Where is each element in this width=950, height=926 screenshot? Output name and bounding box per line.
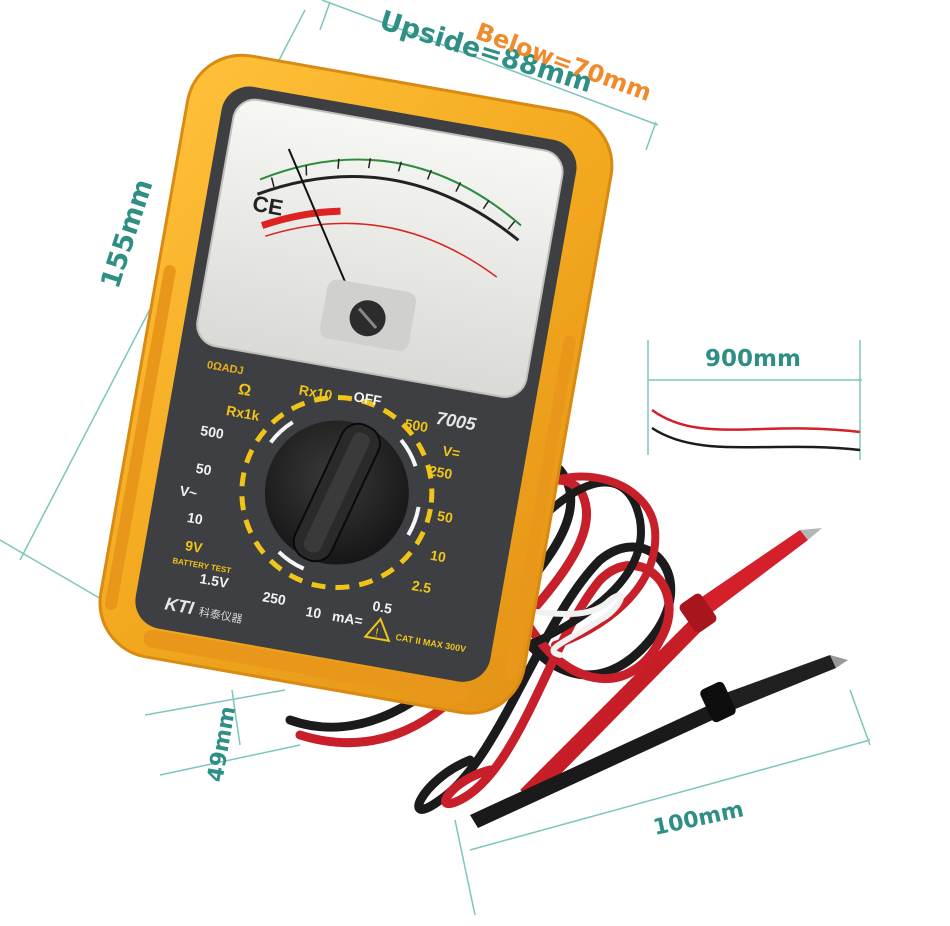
dial-vac-10: 10: [186, 509, 204, 527]
dial-rx10: Rx10: [298, 382, 334, 404]
dial-scale: [239, 395, 435, 591]
dimension-depth: 49mm: [203, 704, 241, 784]
dimension-lead-length: 900mm: [705, 346, 801, 372]
black-probe: [470, 655, 848, 828]
dial-vdc-50: 50: [436, 507, 454, 525]
red-probe: [520, 528, 822, 800]
dial-vac-symbol: V~: [178, 482, 198, 501]
dial-ma-10: 10: [304, 603, 322, 621]
dial-battery-1-5v: 1.5V: [199, 570, 231, 591]
dial-vdc-500: 500: [404, 415, 430, 435]
grip-texture: [105, 265, 576, 702]
dial-ma-symbol: mA=: [331, 608, 364, 629]
dimension-probe-length: 100mm: [651, 797, 746, 841]
dial-battery-9v: 9V: [184, 537, 204, 556]
warning-icon-mark: !: [374, 625, 380, 639]
dial-vdc-symbol: V=: [441, 442, 461, 461]
dial-rx1k: Rx1k: [225, 402, 261, 424]
ce-mark: CE: [251, 191, 285, 221]
analog-display: CE: [196, 98, 564, 398]
dial-ohm: Ω: [237, 381, 253, 400]
dial-labels: Ω Rx10 Rx1k OFF 500 50 V~ 10 500 V= 250 …: [172, 381, 462, 629]
lead-illustration: [651, 408, 861, 452]
multimeter: CE 0ΩADJ 7005 Ω Rx10 Rx1k OFF 500 50 V~ …: [98, 53, 614, 715]
dial-off: OFF: [352, 388, 383, 409]
dial-ma-0-5: 0.5: [371, 598, 393, 617]
dial-vdc-250: 250: [428, 462, 454, 482]
dial-vdc-2-5: 2.5: [411, 577, 433, 596]
dimension-height: 155mm: [95, 175, 159, 292]
dial-vdc-10: 10: [429, 547, 447, 565]
dial-ma-250: 250: [261, 588, 287, 608]
rotary-selector-knob[interactable]: [253, 405, 421, 579]
dial-vac-50: 50: [195, 460, 213, 478]
dial-vac-500: 500: [199, 422, 225, 442]
